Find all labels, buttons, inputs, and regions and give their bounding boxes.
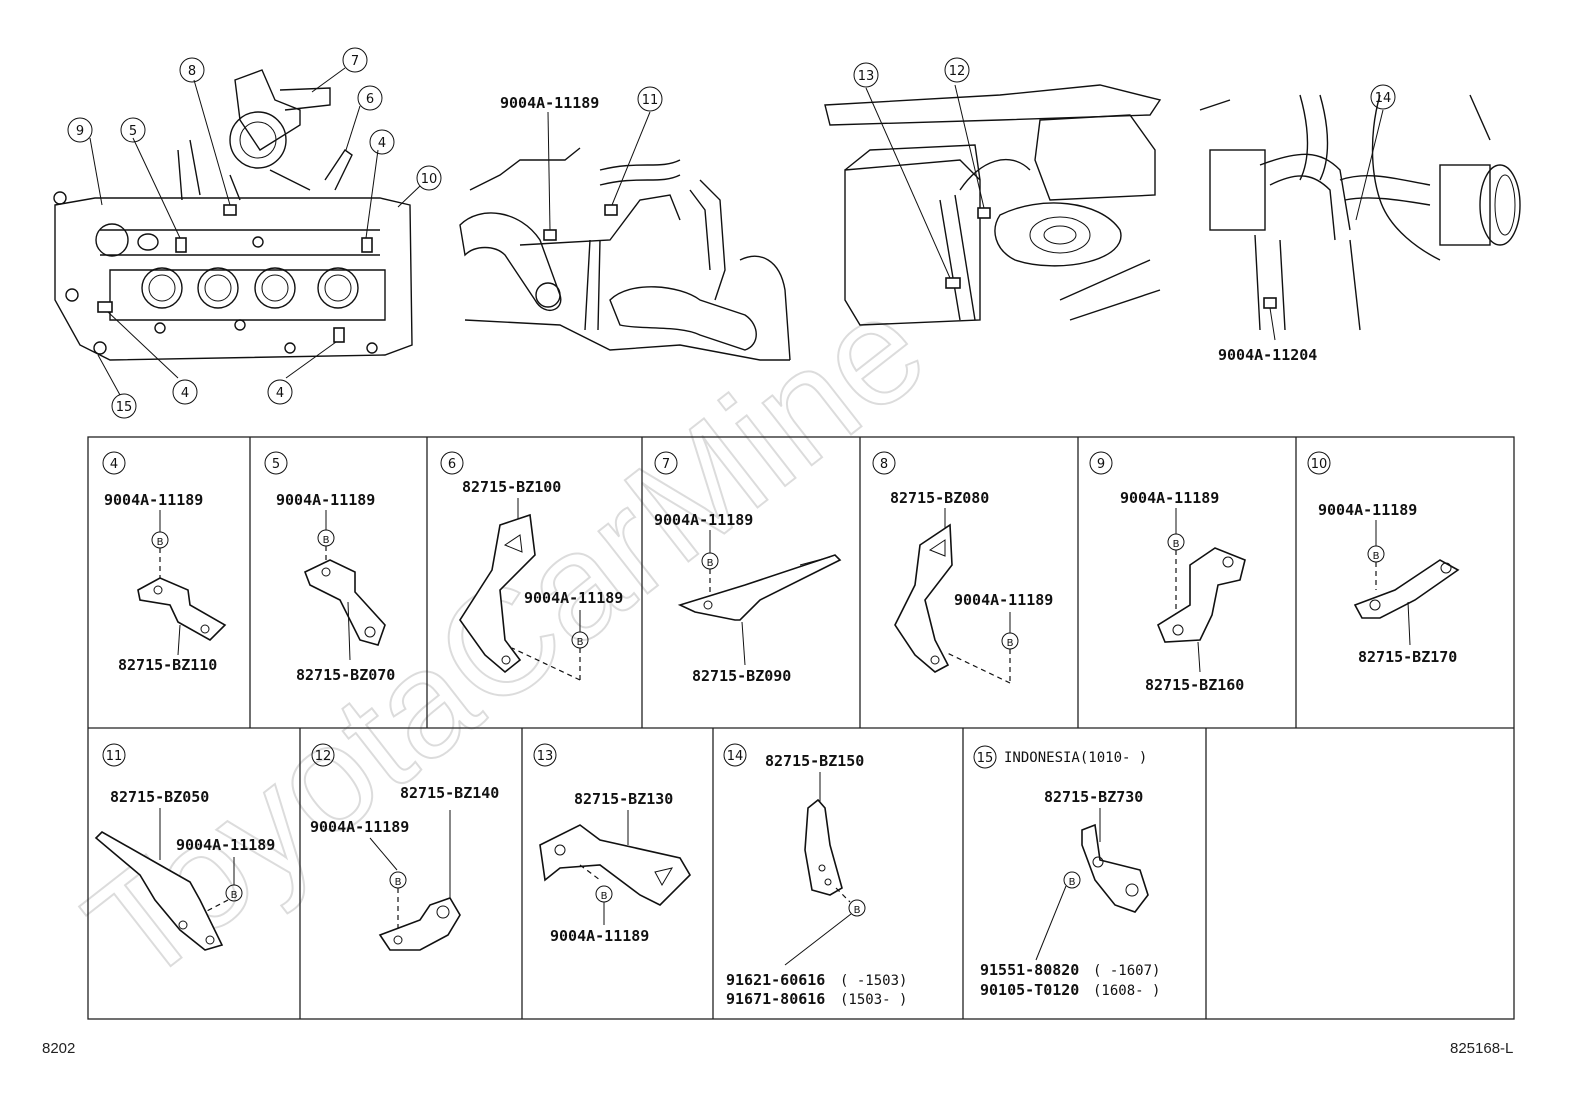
svg-text:4: 4 <box>110 457 118 472</box>
svg-text:10: 10 <box>421 172 438 187</box>
svg-text:90105-T0120: 90105-T0120 <box>980 981 1079 999</box>
hoses-illustration-2 <box>459 111 791 361</box>
svg-text:5: 5 <box>272 457 280 472</box>
cell-6: 6 82715-BZ100 9004A-11189 B <box>440 451 623 681</box>
label-9004A-11204-overview: 9004A-11204 <box>1218 346 1317 364</box>
svg-text:82715-BZ730: 82715-BZ730 <box>1044 788 1143 806</box>
svg-text:B: B <box>1069 877 1076 888</box>
svg-text:9004A-11189: 9004A-11189 <box>104 491 203 509</box>
svg-text:9004A-11189: 9004A-11189 <box>954 591 1053 609</box>
cell-13: 13 82715-BZ130 B 9004A-11189 <box>533 743 692 945</box>
svg-text:9004A-11189: 9004A-11189 <box>524 589 623 607</box>
svg-text:B: B <box>601 891 608 902</box>
svg-text:82715-BZ050: 82715-BZ050 <box>110 788 209 806</box>
svg-text:B: B <box>1373 551 1380 562</box>
svg-text:B: B <box>577 637 584 648</box>
svg-text:( -1607): ( -1607) <box>1093 963 1160 979</box>
svg-text:9004A-11189: 9004A-11189 <box>176 836 275 854</box>
svg-text:91671-80616: 91671-80616 <box>726 990 825 1008</box>
intake-illustration <box>1199 94 1521 341</box>
svg-text:9004A-11189: 9004A-11189 <box>1120 489 1219 507</box>
svg-text:82715-BZ100: 82715-BZ100 <box>462 478 561 496</box>
label-9004A-11189-overview: 9004A-11189 <box>500 94 599 112</box>
svg-text:15: 15 <box>977 751 994 766</box>
svg-text:INDONESIA(1010- ): INDONESIA(1010- ) <box>1004 750 1147 766</box>
svg-text:4: 4 <box>181 386 189 401</box>
cell-9: 9 9004A-11189 B 82715-BZ160 <box>1089 451 1246 694</box>
svg-text:91621-60616: 91621-60616 <box>726 971 825 989</box>
svg-text:9004A-11189: 9004A-11189 <box>310 818 409 836</box>
svg-text:82715-BZ110: 82715-BZ110 <box>118 656 217 674</box>
svg-text:5: 5 <box>129 124 137 139</box>
svg-text:7: 7 <box>351 54 359 69</box>
svg-text:13: 13 <box>858 69 875 84</box>
svg-text:12: 12 <box>949 64 966 79</box>
svg-text:4: 4 <box>276 386 284 401</box>
cell-11: 11 82715-BZ050 9004A-11189 B <box>94 743 275 951</box>
svg-text:15: 15 <box>116 400 133 415</box>
svg-text:82715-BZ140: 82715-BZ140 <box>400 784 499 802</box>
svg-text:B: B <box>323 535 330 546</box>
svg-text:13: 13 <box>537 749 554 764</box>
cell-14: 14 82715-BZ150 B 91621-60616 ( -1503) 91… <box>723 743 907 1008</box>
svg-text:82715-BZ160: 82715-BZ160 <box>1145 676 1244 694</box>
svg-text:9004A-11189: 9004A-11189 <box>276 491 375 509</box>
svg-text:B: B <box>1007 638 1014 649</box>
svg-text:9004A-11189: 9004A-11189 <box>654 511 753 529</box>
svg-text:4: 4 <box>378 136 386 151</box>
cell-5: 5 9004A-11189 B 82715-BZ070 <box>264 451 395 684</box>
svg-text:6: 6 <box>448 457 456 472</box>
battery-illustration <box>824 84 1162 326</box>
svg-text:9004A-11189: 9004A-11189 <box>550 927 649 945</box>
svg-text:8: 8 <box>880 457 888 472</box>
svg-text:B: B <box>231 890 238 901</box>
svg-text:82715-BZ070: 82715-BZ070 <box>296 666 395 684</box>
svg-text:82715-BZ130: 82715-BZ130 <box>574 790 673 808</box>
svg-text:91551-80820: 91551-80820 <box>980 961 1079 979</box>
parts-grid <box>87 436 1515 1020</box>
svg-text:12: 12 <box>315 749 332 764</box>
cell-7: 7 9004A-11189 B 82715-BZ090 <box>654 451 842 685</box>
svg-text:11: 11 <box>642 93 659 108</box>
svg-text:(1503- ): (1503- ) <box>840 992 907 1008</box>
engine-head-cover-illustration <box>53 67 421 396</box>
svg-text:6: 6 <box>366 92 374 107</box>
cell-10: 10 9004A-11189 B 82715-BZ170 <box>1307 451 1460 666</box>
overview-callouts: 9 5 8 7 6 4 10 4 4 15 11 13 12 14 9004A-… <box>67 47 1396 419</box>
cell-12: 12 82715-BZ140 9004A-11189 B <box>310 743 499 951</box>
svg-text:8: 8 <box>188 64 196 79</box>
footer-right-code: 825168-L <box>1450 1040 1514 1057</box>
svg-text:9004A-11189: 9004A-11189 <box>1318 501 1417 519</box>
svg-text:82715-BZ170: 82715-BZ170 <box>1358 648 1457 666</box>
svg-text:9: 9 <box>76 124 84 139</box>
cell-15: 15 INDONESIA(1010- ) 82715-BZ730 B 91551… <box>973 745 1160 999</box>
footer-left-code: 8202 <box>42 1040 76 1057</box>
svg-text:7: 7 <box>662 457 670 472</box>
svg-text:B: B <box>395 877 402 888</box>
svg-text:B: B <box>707 558 714 569</box>
svg-text:82715-BZ150: 82715-BZ150 <box>765 752 864 770</box>
svg-text:B: B <box>1173 539 1180 550</box>
svg-text:B: B <box>157 537 164 548</box>
svg-text:82715-BZ080: 82715-BZ080 <box>890 489 989 507</box>
svg-text:9: 9 <box>1097 457 1105 472</box>
cell-8: 8 82715-BZ080 9004A-11189 B <box>872 451 1053 684</box>
svg-text:B: B <box>854 905 861 916</box>
cell-4: 4 9004A-11189 B 82715-BZ110 <box>102 451 227 674</box>
svg-text:10: 10 <box>1311 457 1328 472</box>
svg-text:11: 11 <box>106 749 123 764</box>
svg-text:14: 14 <box>727 749 744 764</box>
svg-text:14: 14 <box>1375 91 1392 106</box>
svg-text:(1608- ): (1608- ) <box>1093 983 1160 999</box>
svg-text:( -1503): ( -1503) <box>840 973 907 989</box>
svg-text:82715-BZ090: 82715-BZ090 <box>692 667 791 685</box>
